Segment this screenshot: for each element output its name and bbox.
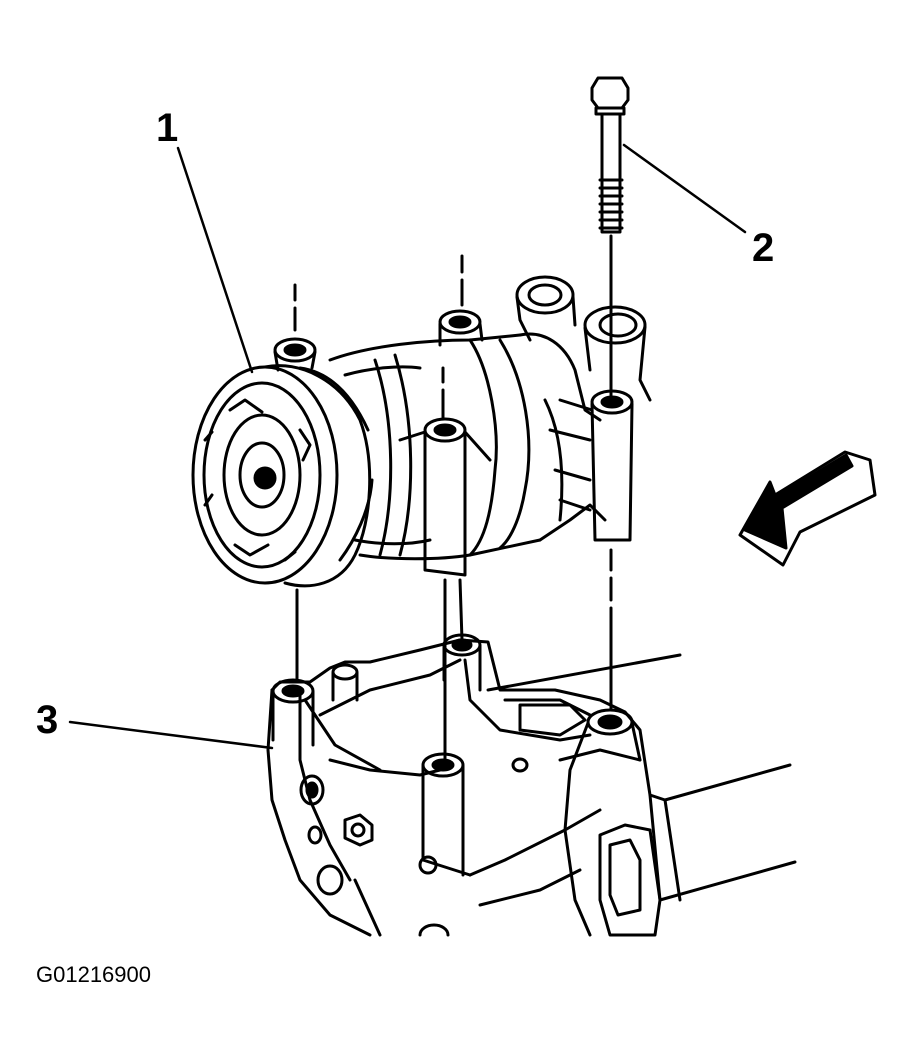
figure-id: G01216900 — [36, 962, 151, 987]
callout-2-label: 2 — [752, 226, 775, 270]
mounting-bolt — [590, 76, 630, 402]
view-direction-arrow — [738, 450, 877, 567]
leader-lines — [68, 143, 747, 750]
mounting-bracket — [266, 633, 797, 937]
ac-compressor — [191, 275, 652, 588]
alignment-lines — [293, 254, 613, 762]
callout-1-label: 1 — [156, 106, 179, 150]
callout-3-label: 3 — [36, 698, 59, 742]
